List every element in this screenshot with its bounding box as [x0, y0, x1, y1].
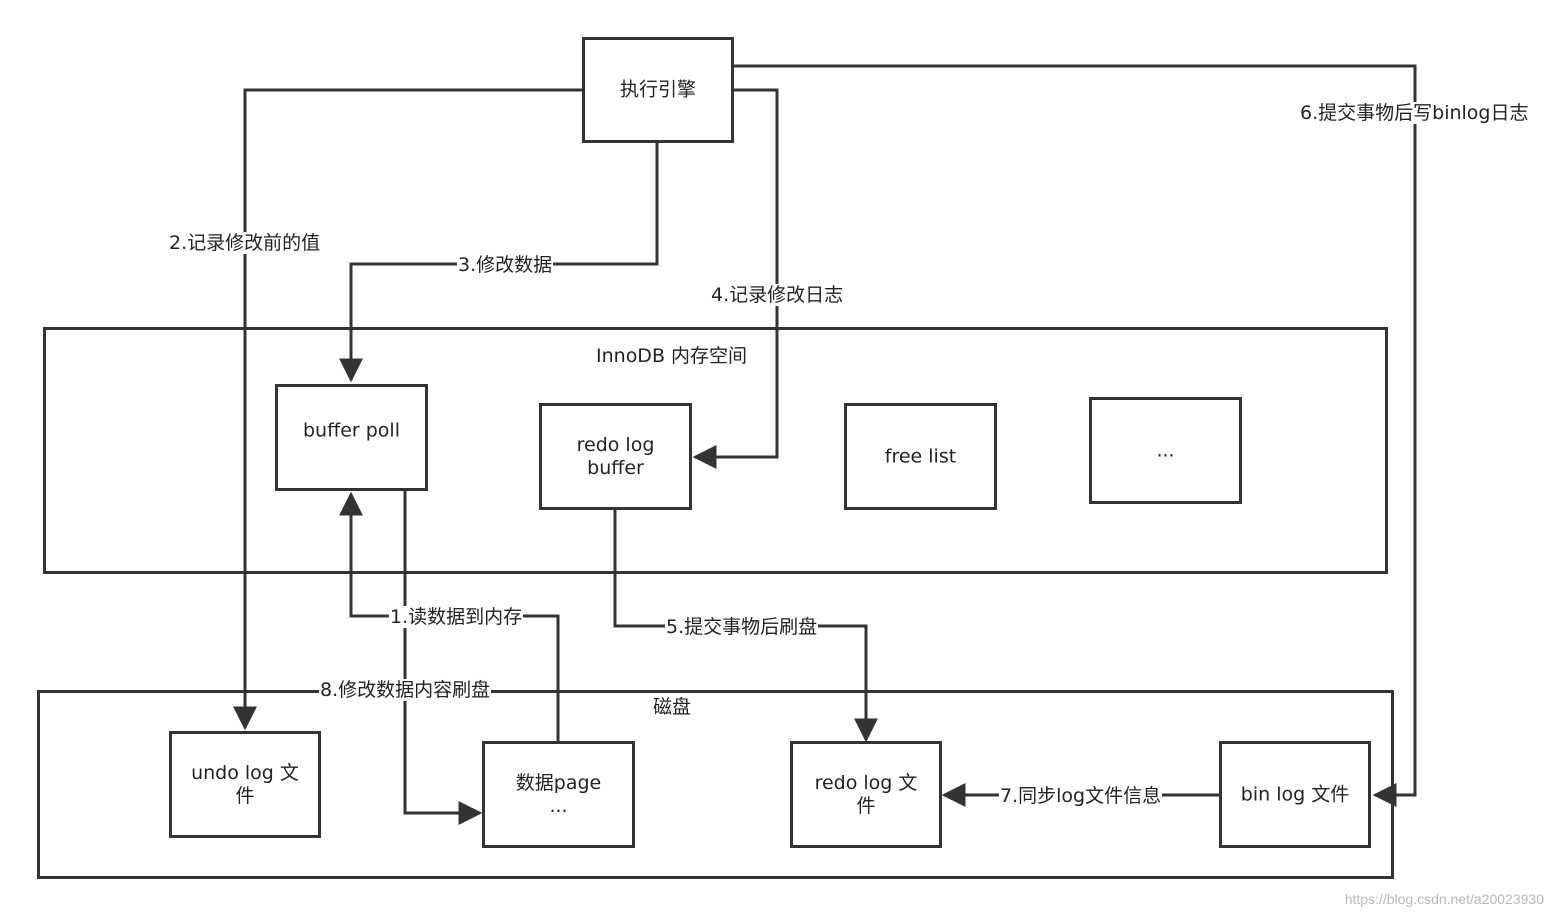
- redo-log-buffer-label-line2: buffer: [587, 456, 644, 479]
- redo-log-file-label-line2: 件: [856, 794, 876, 817]
- edge-4-line: [692, 88, 779, 469]
- buffer-poll-box[interactable]: buffer poll: [275, 384, 428, 491]
- disk-container: [37, 690, 1394, 879]
- edge-1-label: 1.读数据到内存: [389, 606, 524, 628]
- buffer-poll-label: buffer poll: [303, 419, 400, 441]
- disk-title: 磁盘: [653, 696, 692, 718]
- execution-engine-box[interactable]: 执行引擎: [582, 37, 734, 143]
- innodb-memory-container: [43, 327, 1388, 574]
- undo-log-file-box[interactable]: undo log 文 件: [169, 731, 321, 838]
- edge-6-label: 6.提交事物后写binlog日志: [1299, 102, 1530, 124]
- data-page-box[interactable]: 数据page ...: [482, 741, 635, 848]
- data-page-label-line2: ...: [549, 794, 568, 817]
- edge-8-label: 8.修改数据内容刷盘: [319, 679, 492, 701]
- undo-log-file-label-line1: undo log 文: [191, 761, 299, 784]
- bin-log-file-box[interactable]: bin log 文件: [1219, 741, 1371, 848]
- edge-6-line: [732, 64, 1417, 807]
- undo-log-file-label-line2: 件: [235, 784, 255, 807]
- bin-log-file-label: bin log 文件: [1240, 783, 1350, 805]
- data-page-label-line1: 数据page: [515, 771, 602, 794]
- edge-2-line: [233, 88, 583, 731]
- execution-engine-label: 执行引擎: [619, 78, 696, 101]
- edge-4-label: 4.记录修改日志: [710, 284, 845, 306]
- edge-3-label: 3.修改数据: [457, 254, 554, 276]
- edge-8-line: [403, 487, 483, 825]
- redo-log-buffer-box[interactable]: redo log buffer: [539, 403, 692, 510]
- edge-5-label: 5.提交事物后刷盘: [665, 616, 819, 638]
- watermark: https://blog.csdn.net/a20023930: [1344, 891, 1544, 907]
- more-memory-box[interactable]: ...: [1089, 397, 1242, 504]
- redo-log-file-label-line1: redo log 文: [814, 771, 918, 794]
- redo-log-file-box[interactable]: redo log 文 件: [790, 741, 942, 848]
- more-memory-label: ...: [1156, 439, 1175, 461]
- innodb-memory-title: InnoDB 内存空间: [596, 345, 748, 367]
- free-list-box[interactable]: free list: [844, 403, 997, 510]
- edge-7-label: 7.同步log文件信息: [999, 785, 1163, 807]
- free-list-label: free list: [884, 445, 957, 467]
- edge-2-label: 2.记录修改前的值: [168, 232, 322, 254]
- redo-log-buffer-label-line1: redo log: [576, 433, 655, 456]
